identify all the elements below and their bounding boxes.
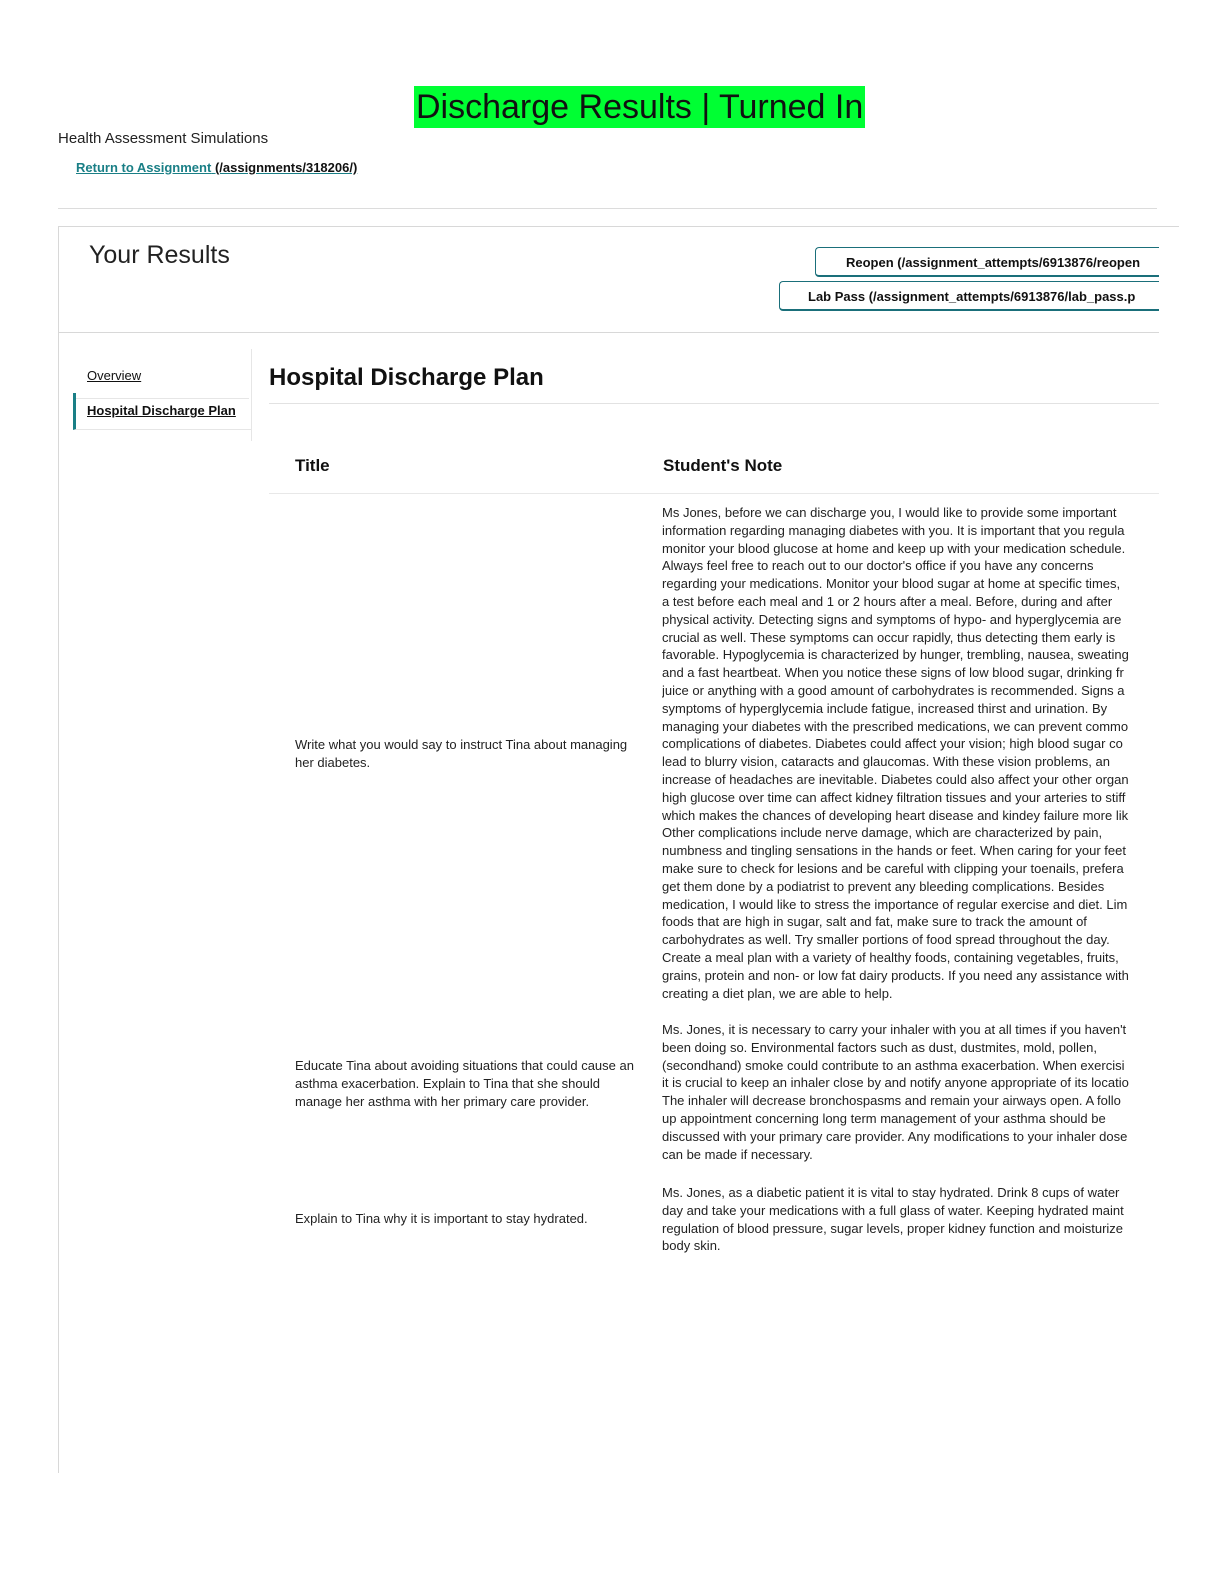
table-header-divider bbox=[269, 493, 1159, 494]
header-divider bbox=[58, 208, 1157, 209]
sidebar-item-label: Hospital Discharge Plan bbox=[87, 403, 236, 418]
row-3-title: Explain to Tina why it is important to s… bbox=[295, 1211, 588, 1226]
return-link-url: (/assignments/318206/) bbox=[214, 160, 358, 175]
app-name: Health Assessment Simulations bbox=[58, 130, 269, 147]
return-to-assignment-link[interactable]: Return to Assignment (/assignments/31820… bbox=[76, 160, 357, 175]
sidebar-item-overview[interactable]: Overview bbox=[73, 366, 249, 399]
row-2-note: Ms. Jones, it is necessary to carry your… bbox=[662, 1022, 1129, 1162]
row-1-note: Ms Jones, before we can discharge you, I… bbox=[662, 505, 1129, 1001]
section-divider bbox=[269, 403, 1159, 404]
results-title: Your Results bbox=[89, 241, 230, 269]
return-link-label: Return to Assignment bbox=[76, 160, 212, 175]
row-3-note: Ms. Jones, as a diabetic patient it is v… bbox=[662, 1185, 1124, 1254]
page-title: Discharge Results | Turned In bbox=[414, 86, 866, 128]
column-header-students-note: Student's Note bbox=[663, 456, 783, 475]
column-header-title: Title bbox=[295, 456, 330, 475]
panel-header-divider bbox=[59, 332, 1159, 333]
sidebar-nav: Overview Hospital Discharge Plan bbox=[73, 349, 252, 441]
lab-pass-button[interactable]: Lab Pass (/assignment_attempts/6913876/l… bbox=[779, 281, 1159, 311]
sidebar-item-hospital-discharge-plan[interactable]: Hospital Discharge Plan bbox=[73, 393, 252, 430]
row-1-title: Write what you would say to instruct Tin… bbox=[295, 737, 628, 770]
reopen-button[interactable]: Reopen (/assignment_attempts/6913876/reo… bbox=[815, 247, 1159, 277]
row-2-title: Educate Tina about avoiding situations t… bbox=[295, 1058, 634, 1109]
results-panel: Your Results Reopen (/assignment_attempt… bbox=[58, 226, 1179, 1473]
sidebar-item-label: Overview bbox=[87, 368, 142, 383]
section-title: Hospital Discharge Plan bbox=[269, 364, 544, 391]
